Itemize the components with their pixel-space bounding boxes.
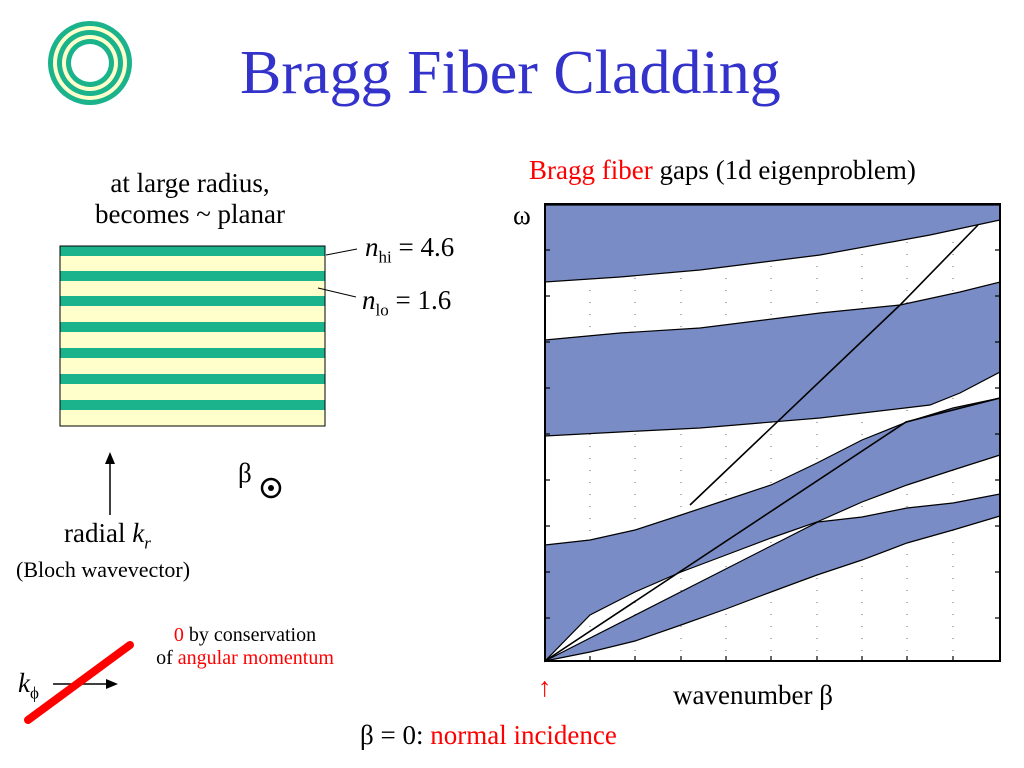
gap-bands <box>544 204 1001 663</box>
k-phi-label: kϕ <box>18 668 39 703</box>
high-index-layer <box>60 400 325 410</box>
normal-incidence-arrow-icon: ↑ <box>538 672 552 702</box>
conservation-note: 0 by conservation of angular momentum <box>130 624 360 670</box>
low-index-layer <box>60 384 325 400</box>
out-of-page-icon <box>260 477 282 499</box>
radial-arrow-head <box>105 452 115 464</box>
high-index-layer <box>60 246 325 256</box>
low-index-layer <box>60 358 325 374</box>
gap-band <box>544 281 1001 437</box>
conservation-text: by conservation <box>183 624 317 646</box>
layer-stack <box>59 245 326 427</box>
conservation-line1: 0 by conservation <box>130 624 360 647</box>
k-phi-subscript: ϕ <box>29 683 39 703</box>
slide-title: Bragg Fiber Cladding <box>240 39 781 107</box>
zero-highlight: 0 <box>173 624 184 646</box>
k-symbol: k <box>132 518 145 548</box>
n-lo-symbol: n <box>362 285 376 315</box>
y-axis-label: ω <box>513 200 531 230</box>
high-index-layer <box>60 322 325 332</box>
high-index-layer <box>60 296 325 306</box>
x-axis-label: wavenumber β <box>673 680 833 710</box>
low-index-layer <box>60 306 325 322</box>
k-phi-arrow-head <box>106 679 118 689</box>
chart-title-highlight: Bragg fiber <box>529 155 653 185</box>
plot-frame <box>544 203 1001 662</box>
normal-incidence-label: β = 0: normal incidence <box>360 720 617 751</box>
planar-caption: at large radius, becomes ~ planar <box>60 168 320 230</box>
n-lo-label: nlo = 1.6 <box>362 285 451 320</box>
n-hi-symbol: n <box>365 232 379 262</box>
gap-band <box>544 204 1001 283</box>
angular-momentum-highlight: angular momentum <box>177 647 334 669</box>
of-text: of <box>156 647 178 669</box>
chart-title: Bragg fiber gaps (1d eigenproblem) <box>529 155 916 186</box>
n-hi-subscript: hi <box>378 247 392 267</box>
low-index-layer <box>60 410 325 426</box>
chart-title-rest: gaps (1d eigenproblem) <box>652 155 916 185</box>
zero-k-phi-bar <box>24 641 134 724</box>
out-of-page-dot <box>268 485 274 491</box>
radial-kr-label: radial kr <box>64 518 151 553</box>
beta-label: β <box>238 458 252 488</box>
beta-zero-text: β = 0: <box>360 720 431 750</box>
k-phi-symbol: k <box>18 668 30 698</box>
light-lines <box>544 224 1001 662</box>
n-lo-pointer <box>317 287 357 298</box>
light-line <box>544 397 1001 662</box>
high-index-layer <box>60 348 325 358</box>
n-hi-value: = 4.6 <box>398 232 455 262</box>
high-index-layer <box>60 271 325 281</box>
n-hi-pointer <box>325 248 358 256</box>
low-index-layer <box>60 256 325 271</box>
bloch-wavevector-label: (Bloch wavevector) <box>16 557 191 582</box>
n-hi-label: nhi = 4.6 <box>365 232 454 267</box>
layer-stack-border <box>59 245 326 427</box>
gap-band <box>544 493 1001 662</box>
k-r-subscript: r <box>144 533 151 553</box>
light-line <box>689 224 979 506</box>
low-index-layer <box>60 332 325 348</box>
planar-caption-line1: at large radius, <box>110 168 270 198</box>
normal-incidence-highlight: normal incidence <box>430 720 617 750</box>
conservation-line2: of angular momentum <box>130 647 360 670</box>
radial-word: radial <box>64 518 126 548</box>
high-index-layer <box>60 374 325 384</box>
n-lo-subscript: lo <box>375 300 389 320</box>
planar-caption-line2: becomes ~ planar <box>94 199 286 229</box>
n-lo-value: = 1.6 <box>395 285 452 315</box>
low-index-layer <box>60 281 325 296</box>
